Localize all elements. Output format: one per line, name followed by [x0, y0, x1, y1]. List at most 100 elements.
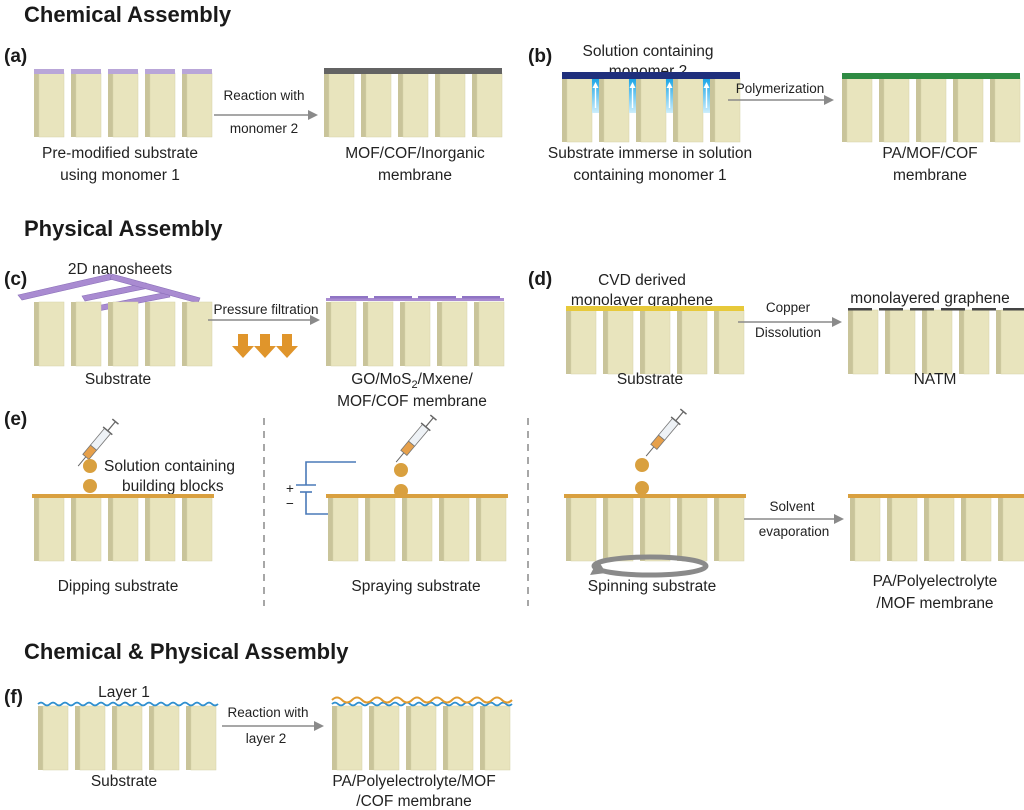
panel-c-label: (c) [4, 269, 27, 290]
pillar [1000, 309, 1024, 375]
panel-c-caption-post: /Mxene/ [418, 371, 474, 388]
pillar [640, 77, 667, 143]
panel-b-right-substrate [842, 73, 1021, 143]
pillar [336, 705, 363, 771]
syringe-icon-spinning [645, 408, 687, 457]
building-block-drop-2 [83, 479, 97, 493]
panel-e-solution-caption-2: building blocks [122, 478, 224, 495]
panel-c-right-substrate [326, 296, 505, 367]
pillar-side [961, 497, 966, 561]
nanosheet-layer-2 [462, 296, 500, 299]
pillar [714, 77, 741, 143]
panel-e-label: (e) [4, 409, 27, 430]
pillar [644, 496, 671, 562]
panel-f-arrow-text-2: layer 2 [246, 731, 287, 746]
pillar-side [365, 497, 370, 561]
pillar [75, 72, 102, 138]
panel-e-spinning-caption: Spinning substrate [588, 578, 716, 595]
pillar-side [673, 78, 678, 142]
pillar-side [369, 706, 374, 770]
pillar [607, 309, 634, 375]
pillar-side [480, 706, 485, 770]
graphene-fragment [910, 308, 934, 311]
syringe-needle [395, 452, 405, 463]
graphene-fragment [941, 308, 965, 311]
syringe-needle [645, 446, 655, 457]
pillar-side [640, 497, 645, 561]
panel-d-label: (d) [528, 269, 552, 290]
pillar [484, 705, 511, 771]
pillar-side [34, 497, 39, 561]
monomer1-layer [71, 69, 101, 74]
pillar-side [714, 497, 719, 561]
mof-layer [324, 68, 502, 74]
pillar [38, 496, 65, 562]
panel-d-top-caption-1: CVD derived [598, 272, 686, 289]
syringe-needle [77, 456, 87, 467]
diffusion-arrowhead [592, 82, 599, 88]
syringe-body [645, 408, 687, 457]
pillar [644, 309, 671, 375]
pillar-side [566, 310, 571, 374]
pillar [328, 72, 355, 138]
monomer2-solution-layer [562, 72, 740, 79]
panel-f-left-caption: Substrate [91, 773, 157, 790]
pillar [186, 301, 213, 367]
pillar [480, 496, 507, 562]
panel-d-left-substrate [566, 306, 745, 375]
building-block-layer [326, 494, 508, 498]
pillar-side [361, 73, 366, 137]
layer1-wave [331, 701, 513, 707]
pillar [369, 496, 396, 562]
pillar-side [677, 497, 682, 561]
syringe-plunger-head [679, 408, 687, 415]
panel-c-right-caption-1: GO/MoS2/Mxene/ [351, 371, 473, 391]
panel-c-top-caption: 2D nanosheets [68, 261, 173, 278]
pillar-side [887, 497, 892, 561]
pillar [718, 309, 745, 375]
pillar [186, 72, 213, 138]
pillar [994, 77, 1021, 143]
panel-b-arrow-text: Polymerization [736, 81, 825, 96]
pillar-side [75, 706, 80, 770]
pillar [476, 72, 503, 138]
pillar [854, 496, 881, 562]
pillar-side [186, 706, 191, 770]
graphene-fragment [848, 308, 872, 311]
pillar-side [885, 310, 890, 374]
pillar-side [108, 497, 113, 561]
syringe-plunger [675, 411, 684, 422]
panel-d-right-caption: NATM [914, 371, 957, 388]
pillar [116, 705, 143, 771]
pillar-side [842, 78, 847, 142]
syringe-body [395, 414, 437, 463]
panel-f-label: (f) [4, 687, 23, 708]
pillar-side [71, 302, 76, 366]
pillar-side [145, 302, 150, 366]
pillar [38, 301, 65, 367]
section-title-physical: Physical Assembly [24, 216, 223, 241]
panel-a-right-caption-2: membrane [378, 167, 452, 184]
panel-a-right-caption-1: MOF/COF/Inorganic [345, 145, 485, 162]
pillar [410, 705, 437, 771]
pillar-side [437, 302, 442, 366]
pillar-side [112, 706, 117, 770]
panel-e-spraying-substrate [326, 494, 508, 562]
pillar [112, 72, 139, 138]
diffusion-arrowhead [629, 82, 636, 88]
pillar [1002, 496, 1024, 562]
pillar-side [848, 310, 853, 374]
pillar-side [145, 497, 150, 561]
pillar [603, 77, 630, 143]
panel-c-left-caption: Substrate [85, 371, 151, 388]
pillar [153, 705, 180, 771]
pillar-side [476, 497, 481, 561]
pillar-side [443, 706, 448, 770]
pillar [926, 309, 953, 375]
panel-c-caption-pre: GO/MoS [351, 371, 411, 388]
pillar-side [714, 310, 719, 374]
pillar-side [71, 73, 76, 137]
pillar-side [182, 73, 187, 137]
syringe-body [77, 418, 119, 467]
